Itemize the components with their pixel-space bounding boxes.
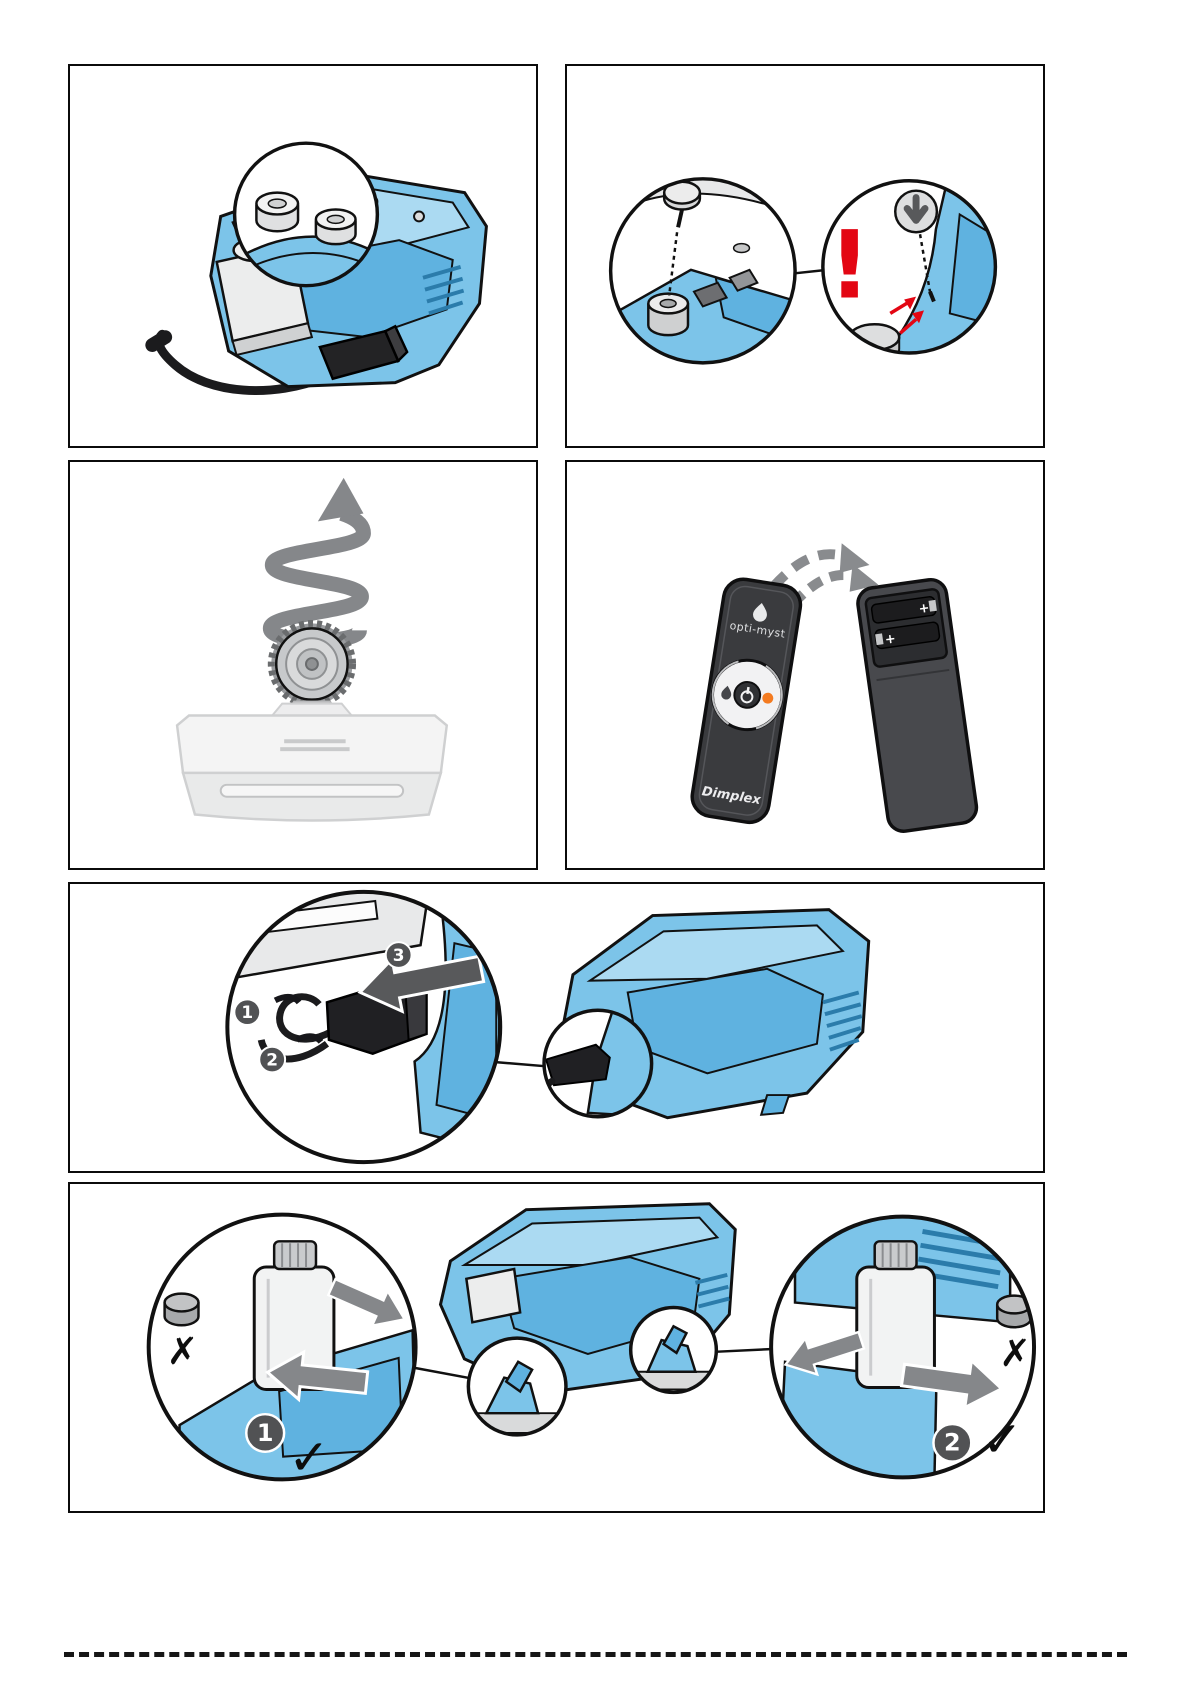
- remote-illustration: opti-myst Dimplex +: [690, 543, 979, 833]
- cut-line: [64, 1652, 1127, 1657]
- tank-cap-illustration: [175, 477, 449, 822]
- figure-panel-tank-placement: ✗ 1 ✓: [68, 1182, 1045, 1513]
- wrong-cap: [995, 1294, 1033, 1329]
- molded-text-line: [280, 747, 350, 752]
- warning-mark: !: [828, 212, 871, 321]
- cable-clip: [295, 1033, 324, 1044]
- tank-placement-illustration: ✗ 1 ✓: [146, 1202, 1037, 1486]
- screw: [662, 180, 702, 296]
- molded-text-line: [284, 739, 346, 744]
- plug-insert-callout: [542, 1008, 654, 1119]
- vent-slats: [822, 990, 863, 1052]
- vent-slats: [694, 1272, 730, 1309]
- battery-plus-label: +: [884, 632, 897, 648]
- figure-panel-remote: opti-myst Dimplex +: [565, 460, 1045, 870]
- tank-in-place: [464, 1267, 522, 1324]
- screw-head: [413, 210, 425, 223]
- tank-step1-callout: ✗ 1 ✓: [146, 1212, 418, 1486]
- step-badge-3: 3: [384, 941, 413, 969]
- check-mark: ✓: [981, 1411, 1023, 1469]
- step-2-label: 2: [266, 1050, 278, 1070]
- cable-plug-end: [145, 330, 173, 352]
- figure-panel-screw-warning: !: [565, 64, 1045, 448]
- step-2-label: 2: [944, 1429, 961, 1457]
- battery-compartment: + +: [856, 577, 979, 833]
- water-tank-upright: [252, 1240, 336, 1391]
- heat-button: [762, 692, 774, 704]
- cable-routing-callout: 1 2 3: [225, 889, 503, 1165]
- figure-panel-sump-overview: [68, 64, 538, 448]
- flame-button-icon: [721, 685, 732, 700]
- clip-detail-callout-2: [628, 1305, 719, 1395]
- remote-control: opti-myst Dimplex: [690, 577, 803, 825]
- vent-slats: [422, 264, 465, 316]
- cross-mark: ✗: [999, 1331, 1031, 1375]
- wrong-cap: [163, 1292, 200, 1327]
- water-tank: [175, 702, 449, 822]
- flame-icon: [753, 602, 767, 622]
- step-1-label: 1: [257, 1419, 274, 1447]
- caps-detail-callout: [232, 141, 380, 288]
- tank-step2-callout: ✗ 2 ✓: [769, 1214, 1037, 1480]
- alignment-arrows-icon: [889, 296, 924, 335]
- step-badge-1-large: 1: [245, 1412, 286, 1453]
- cable-clip: [273, 993, 302, 1005]
- callout-connector: [712, 1347, 774, 1354]
- tank-handle-slot: [219, 783, 405, 798]
- clip-detail-callout-1: [466, 1336, 568, 1437]
- figure-panel-cable: 1 2 3: [68, 882, 1045, 1173]
- battery-plus-label: +: [918, 601, 931, 617]
- step-3-label: 3: [393, 945, 405, 965]
- step-badge-2-large: 2: [932, 1422, 973, 1463]
- screw-detail-callout: [608, 177, 797, 365]
- step-1-label: 1: [241, 1002, 253, 1022]
- cable-connection-illustration: 1 2 3: [225, 889, 871, 1165]
- screw-warning-illustration: !: [608, 177, 998, 365]
- figure-panel-tank-cap: [68, 460, 538, 870]
- unscrew-spiral-arrow-icon: [262, 477, 371, 648]
- screw-warning-callout: !: [821, 179, 998, 355]
- tank-cap-knob: [267, 619, 357, 709]
- battery-2: +: [874, 621, 941, 650]
- step-badge-1: 1: [233, 998, 262, 1027]
- cross-mark: ✗: [167, 1329, 199, 1373]
- battery-1: +: [870, 596, 937, 624]
- step-badge-2: 2: [258, 1045, 287, 1074]
- sump-overview-illustration: [145, 141, 488, 395]
- water-tank-upright: [855, 1240, 936, 1389]
- power-button: [733, 681, 762, 709]
- press-down-arrow-icon: [903, 194, 929, 224]
